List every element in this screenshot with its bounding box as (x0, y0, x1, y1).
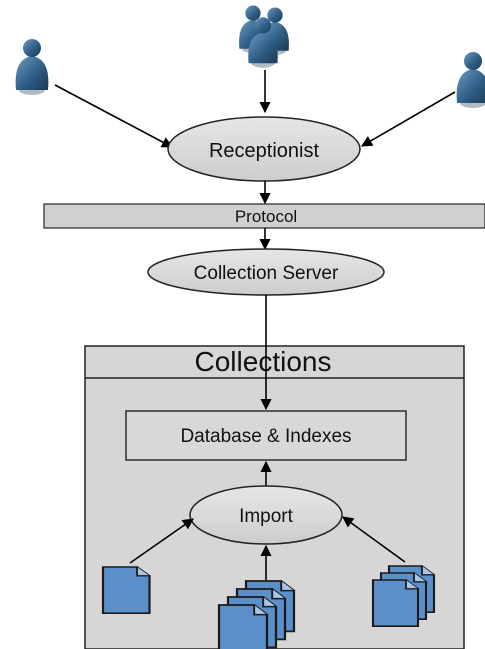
collections-title: Collections (195, 346, 332, 377)
database-node: Database & Indexes (125, 410, 407, 461)
user-group-icon (239, 5, 289, 67)
collection-server-label: Collection Server (194, 263, 339, 284)
protocol-band: Protocol (43, 203, 485, 229)
arrow-user-left-to-receptionist (54, 84, 173, 148)
import-label: Import (239, 506, 294, 527)
collection-server-node: Collection Server (147, 248, 385, 296)
user-icon-right (456, 52, 485, 108)
document-stack-icon-right (371, 564, 436, 628)
receptionist-label: Receptionist (209, 140, 320, 162)
arrow-doc-left-to-import (129, 518, 194, 564)
arrow-user-right-to-receptionist (361, 91, 456, 147)
import-node: Import (189, 485, 343, 545)
document-icon-left (101, 565, 151, 615)
arrow-doc-stack-right-to-import (342, 516, 406, 563)
protocol-label: Protocol (235, 207, 297, 226)
database-label: Database & Indexes (180, 426, 351, 447)
user-icon-left (15, 39, 49, 95)
receptionist-node: Receptionist (167, 116, 361, 182)
